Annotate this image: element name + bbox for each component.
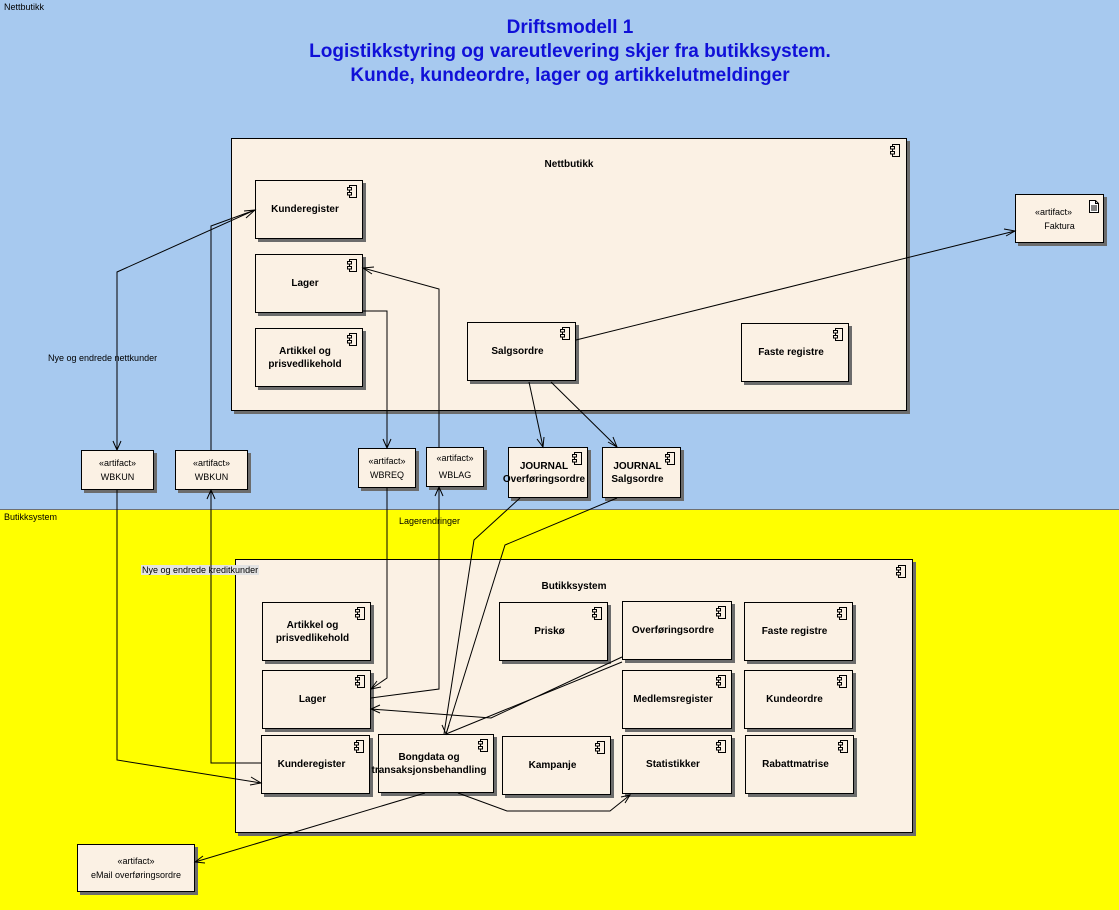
component-icon: [572, 452, 582, 465]
component-label: Kunderegister: [271, 204, 339, 215]
container-label: Butikksystem: [541, 581, 607, 592]
title-line: Driftsmodell 1: [506, 17, 634, 38]
component-label: Kundeordre: [766, 694, 823, 705]
component-label: Priskø: [534, 626, 565, 637]
component-label: Artikkel og prisvedlikehold: [268, 345, 342, 370]
component-label: Lager: [298, 694, 327, 705]
title-line: Logistikkstyring og vareutlevering skjer…: [309, 41, 831, 62]
component-icon: [716, 740, 726, 753]
swimlane-label: Nettbutikk: [4, 2, 45, 12]
artifact-stereotype: «artifact»: [117, 856, 155, 866]
title-line: Kunde, kundeordre, lager og artikkelutme…: [350, 65, 790, 86]
component-statistikker[interactable]: Statistikker: [622, 735, 732, 794]
component-lager-butikksystem[interactable]: Lager: [262, 670, 371, 729]
component-icon: [355, 607, 365, 620]
edge-label-nye-kreditkunder: Nye og endrede kreditkunder: [141, 565, 260, 575]
artifact-label: WBLAG: [438, 470, 472, 480]
component-label: Rabattmatrise: [762, 759, 829, 770]
artifact-label: WBREQ: [369, 470, 404, 480]
artifact-stereotype: «artifact»: [436, 453, 474, 463]
artifact-stereotype: «artifact»: [368, 456, 406, 466]
component-icon: [347, 259, 357, 272]
component-icon: [896, 565, 906, 578]
container-label: Nettbutikk: [544, 159, 594, 170]
component-icon: [347, 333, 357, 346]
artifact-label: eMail overføringsordre: [90, 870, 182, 880]
swimlane-label: Butikksystem: [4, 512, 58, 522]
component-label: Artikkel og prisvedlikehold: [275, 619, 350, 644]
artifact-stereotype: «artifact»: [192, 458, 231, 468]
artifact-label: WBKUN: [100, 472, 135, 482]
component-icon: [890, 144, 900, 157]
component-faste-registre-nettbutikk[interactable]: Faste registre: [741, 323, 849, 382]
component-label: Faste registre: [761, 626, 828, 637]
component-journal-salgsordre[interactable]: JOURNAL Salgsordre: [602, 447, 681, 498]
component-label: Lager: [291, 278, 319, 289]
component-label: Overføringsordre: [631, 625, 715, 636]
component-rabattmatrise[interactable]: Rabattmatrise: [745, 735, 854, 794]
component-label: Kunderegister: [277, 759, 346, 770]
component-kampanje[interactable]: Kampanje: [502, 736, 611, 795]
component-bongdata[interactable]: Bongdata og transaksjonsbehandling: [372, 734, 494, 793]
component-label: Bongdata og transaksjonsbehandling: [371, 751, 487, 776]
component-kundeordre[interactable]: Kundeordre: [744, 670, 853, 729]
edge-label-lagerendringer: Lagerendringer: [399, 516, 461, 526]
edge-label-nye-nettkunder: Nye og endrede nettkunder: [48, 353, 158, 363]
component-label: Kampanje: [528, 760, 577, 771]
artifact-wbkun-1[interactable]: «artifact» WBKUN: [81, 450, 154, 490]
component-icon: [837, 607, 847, 620]
component-label: JOURNAL Overføringsordre: [502, 460, 586, 485]
artifact-wbkun-2[interactable]: «artifact» WBKUN: [175, 450, 248, 490]
component-salgsordre-nettbutikk[interactable]: Salgsordre: [467, 322, 576, 381]
component-icon: [560, 327, 570, 340]
component-icon: [595, 741, 605, 754]
component-icon: [478, 739, 488, 752]
component-icon: [837, 675, 847, 688]
artifact-stereotype: «artifact»: [98, 458, 137, 468]
component-prisko[interactable]: Priskø: [499, 602, 608, 661]
component-kunderegister-butikksystem[interactable]: Kunderegister: [261, 735, 370, 794]
component-icon: [833, 328, 843, 341]
artifact-wblag[interactable]: «artifact» WBLAG: [426, 447, 484, 487]
artifact-email-overforingsordre[interactable]: «artifact» eMail overføringsordre: [77, 844, 195, 892]
component-label: Statistikker: [646, 759, 700, 770]
component-icon: [838, 740, 848, 753]
component-icon: [592, 607, 602, 620]
component-overforingsordre[interactable]: Overføringsordre: [622, 601, 732, 660]
component-journal-overforingsordre[interactable]: JOURNAL Overføringsordre: [503, 447, 588, 498]
component-label: Faste registre: [758, 347, 824, 358]
component-icon: [665, 452, 675, 465]
component-icon: [716, 606, 726, 619]
component-icon: [355, 675, 365, 688]
component-medlemsregister[interactable]: Medlemsregister: [622, 670, 732, 729]
component-label: Medlemsregister: [633, 694, 713, 705]
component-lager-nettbutikk[interactable]: Lager: [255, 254, 363, 313]
artifact-faktura[interactable]: «artifact» Faktura: [1015, 194, 1104, 243]
component-icon: [347, 185, 357, 198]
component-kunderegister-nettbutikk[interactable]: Kunderegister: [255, 180, 363, 239]
artifact-label: Faktura: [1044, 220, 1075, 231]
artifact-label: WBKUN: [194, 472, 229, 482]
component-artikkel-butikksystem[interactable]: Artikkel og prisvedlikehold: [262, 602, 371, 661]
diagram-title: Driftsmodell 1 Logistikkstyring og vareu…: [230, 16, 910, 88]
component-icon: [716, 675, 726, 688]
artifact-wbreq[interactable]: «artifact» WBREQ: [358, 448, 416, 488]
component-label: Salgsordre: [491, 346, 544, 357]
component-faste-registre-butikksystem[interactable]: Faste registre: [744, 602, 853, 661]
document-icon: [1089, 200, 1099, 213]
component-artikkel-nettbutikk[interactable]: Artikkel og prisvedlikehold: [255, 328, 363, 387]
component-icon: [354, 740, 364, 753]
component-label: JOURNAL Salgsordre: [611, 460, 664, 485]
artifact-stereotype: «artifact»: [1034, 206, 1073, 217]
